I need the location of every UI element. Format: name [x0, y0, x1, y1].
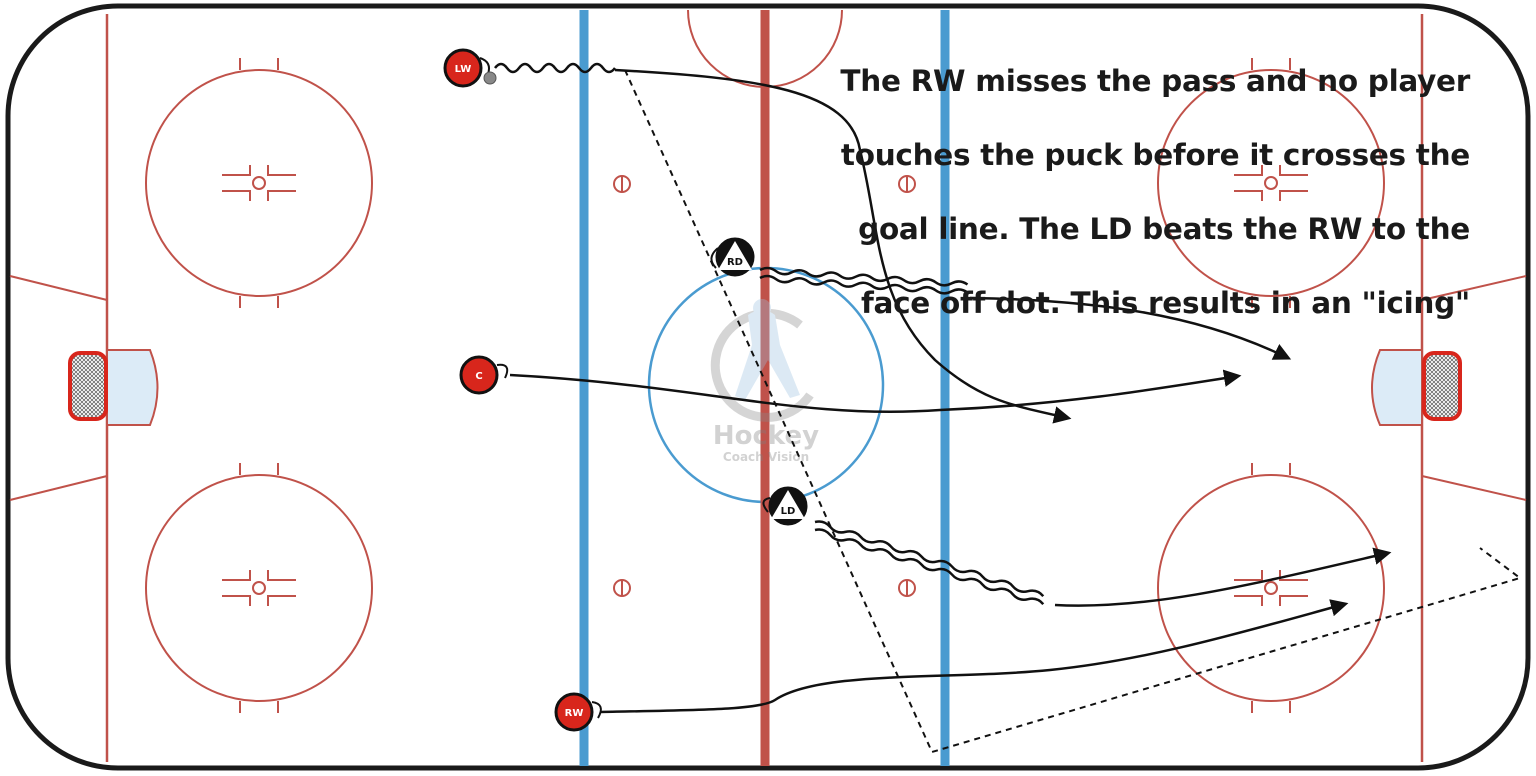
player-c[interactable]: C: [459, 355, 509, 395]
trapezoid-right: [1421, 275, 1527, 501]
player-lw[interactable]: LW: [443, 48, 497, 88]
right-net: [1422, 351, 1462, 421]
rd-backward-path-2: [759, 274, 969, 295]
player-rd[interactable]: RD: [710, 237, 755, 277]
lw-puck-carry-path: [494, 62, 616, 74]
player-rw-label: RW: [565, 708, 584, 719]
watermark-line1: Hockey: [713, 421, 819, 451]
ld-skating-path: [1054, 547, 1392, 607]
player-c-label: C: [475, 371, 482, 382]
player-ld-label: LD: [781, 506, 796, 517]
left-net: [68, 351, 108, 421]
left-crease: [106, 349, 159, 426]
ld-backward-path: [814, 520, 1045, 598]
faceoff-circle-top-right: [1157, 58, 1385, 308]
trapezoid-left: [9, 275, 108, 501]
rw-skating-path: [599, 599, 1349, 714]
faceoff-circle-bottom-left: [145, 463, 373, 713]
c-skating-path: [509, 369, 1242, 413]
neutral-zone-dots: [613, 175, 916, 597]
player-ld[interactable]: LD: [762, 486, 808, 526]
faceoff-circle-top-left: [145, 58, 373, 308]
pass-line: [624, 69, 1523, 754]
player-lw-label: LW: [455, 64, 472, 75]
right-crease: [1371, 349, 1423, 426]
watermark-line2: Coach Vision: [723, 450, 809, 464]
player-rw[interactable]: RW: [554, 692, 602, 732]
rd-skating-path: [969, 296, 1292, 360]
player-rd-label: RD: [727, 257, 743, 268]
lw-skating-path: [614, 68, 1072, 424]
rd-backward-path: [759, 266, 969, 287]
ld-backward-path-2: [814, 528, 1045, 606]
faceoff-circle-bottom-right: [1157, 463, 1385, 713]
